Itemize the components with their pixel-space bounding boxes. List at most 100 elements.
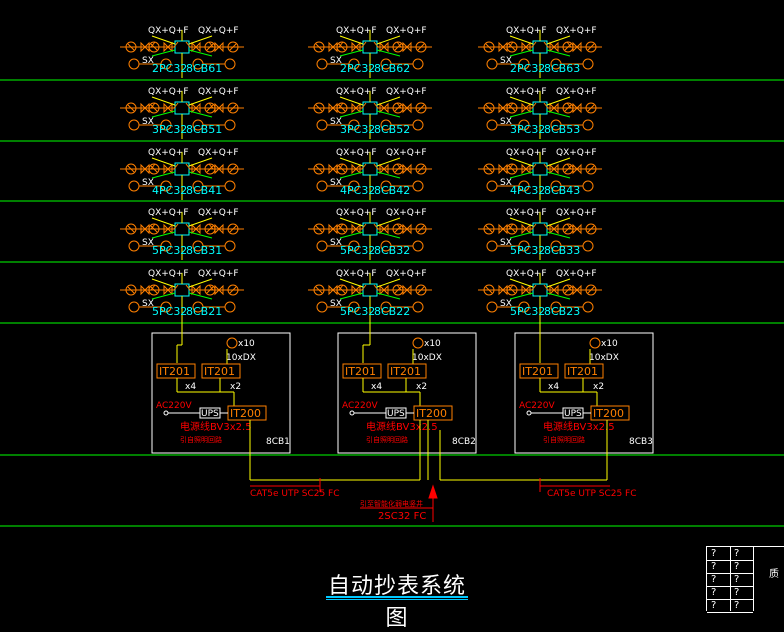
meter-circle-icon: [316, 240, 328, 252]
sx-label: SX: [330, 238, 342, 248]
sx-wire-right: [188, 110, 213, 118]
pipe-stub: [531, 163, 537, 170]
pipe-stub: [185, 284, 191, 291]
meter-symbol: [208, 163, 239, 175]
sx-wire-right: [188, 171, 213, 179]
feeder-right: [188, 157, 213, 167]
it201-label: IT201: [159, 365, 190, 378]
ac220v-label: AC220V: [519, 401, 555, 411]
sx-wire-right: [546, 110, 571, 118]
qxf-label-left: QX+Q+F: [506, 87, 547, 97]
valve-icon: [498, 163, 508, 175]
sx-label: SX: [142, 117, 154, 127]
pipe-stub: [150, 41, 156, 48]
valve-icon: [214, 102, 224, 114]
valve-icon: [402, 102, 412, 114]
meter-circle-icon: [412, 119, 424, 131]
cabinet-name: 8CB1: [266, 437, 290, 447]
meter-icon: [506, 284, 518, 296]
feeder-left: [151, 157, 176, 167]
x2-label: x2: [230, 382, 241, 392]
feeder-right: [546, 35, 571, 45]
feeder-left: [339, 217, 364, 227]
sx-wire-right: [188, 292, 213, 300]
meter-needle: [229, 104, 237, 112]
pc-label: 3PC32: [510, 123, 545, 136]
pipe-stub: [531, 102, 537, 109]
sx-label: SX: [330, 299, 342, 309]
feeder-right: [188, 278, 213, 288]
pc-label: 2PC32: [340, 62, 375, 75]
feeder-right: [188, 217, 213, 227]
valve-icon: [140, 41, 150, 53]
qxf-label-left: QX+Q+F: [336, 26, 377, 36]
sx-label: SX: [500, 117, 512, 127]
sx-wire-right: [376, 49, 401, 57]
feeder-left: [151, 278, 176, 288]
feeder-left: [509, 157, 534, 167]
sx-wire-left: [339, 171, 364, 179]
meter-needle: [127, 43, 135, 51]
meter-symbol: [125, 102, 156, 114]
feeder-left: [339, 157, 364, 167]
meter-needle: [485, 43, 493, 51]
feeder-right: [546, 217, 571, 227]
feeder-left: [509, 217, 534, 227]
pipe-stub: [173, 284, 179, 291]
title-block-cell: ?: [711, 548, 717, 559]
sx-wire-right: [546, 49, 571, 57]
meter-circle-icon: [128, 58, 140, 70]
meter-circle-icon: [128, 301, 140, 313]
meter-icon: [125, 102, 137, 114]
meter-circle-icon: [412, 240, 424, 252]
valve-icon: [140, 102, 150, 114]
valve-icon: [549, 41, 559, 53]
meter-needle: [338, 104, 346, 112]
meter-icon: [483, 163, 495, 175]
valve-icon: [498, 41, 508, 53]
meter-needle: [508, 225, 516, 233]
pipe-stub: [173, 102, 179, 109]
pipe-stub: [543, 41, 549, 48]
meter-icon: [313, 284, 325, 296]
x2-label: x2: [593, 382, 604, 392]
valve-icon: [214, 163, 224, 175]
meter-icon: [313, 102, 325, 114]
terminal-icon: [526, 410, 532, 416]
meter-icon: [148, 223, 160, 235]
meter-icon: [483, 41, 495, 53]
valve-icon: [572, 102, 582, 114]
meter-symbol: [208, 41, 239, 53]
cb-label: 8CB41: [186, 184, 222, 197]
meter-needle: [417, 104, 425, 112]
meter-symbol: [566, 163, 597, 175]
meter-needle: [229, 225, 237, 233]
valve-icon: [140, 284, 150, 296]
valve-icon: [549, 102, 559, 114]
dx-label: 10xDX: [226, 353, 256, 363]
feeder-right: [546, 278, 571, 288]
qxf-label-left: QX+Q+F: [506, 26, 547, 36]
lighting-label: 引自照明回路: [366, 435, 408, 444]
meter-symbol: [483, 102, 514, 114]
meter-icon: [415, 41, 427, 53]
meter-icon: [125, 284, 137, 296]
valve-icon: [140, 163, 150, 175]
meter-symbol: [313, 102, 344, 114]
pipe-stub: [150, 223, 156, 230]
pipe-stub: [543, 284, 549, 291]
valve-icon: [572, 223, 582, 235]
meter-symbol: [396, 41, 427, 53]
title-underline: [326, 596, 468, 598]
meter-icon: [148, 163, 160, 175]
qxf-label-right: QX+Q+F: [198, 148, 239, 158]
title-block-label: 质: [769, 569, 779, 580]
sx-wire-left: [339, 49, 364, 57]
meter-circle-icon: [412, 301, 424, 313]
incoming-label: 引至智能化弱电竖井: [360, 499, 423, 508]
cb-label: 8CB32: [374, 244, 410, 257]
meter-needle: [150, 104, 158, 112]
meter-icon: [585, 284, 597, 296]
meter-circle-icon: [128, 180, 140, 192]
qxf-label-right: QX+Q+F: [556, 148, 597, 158]
